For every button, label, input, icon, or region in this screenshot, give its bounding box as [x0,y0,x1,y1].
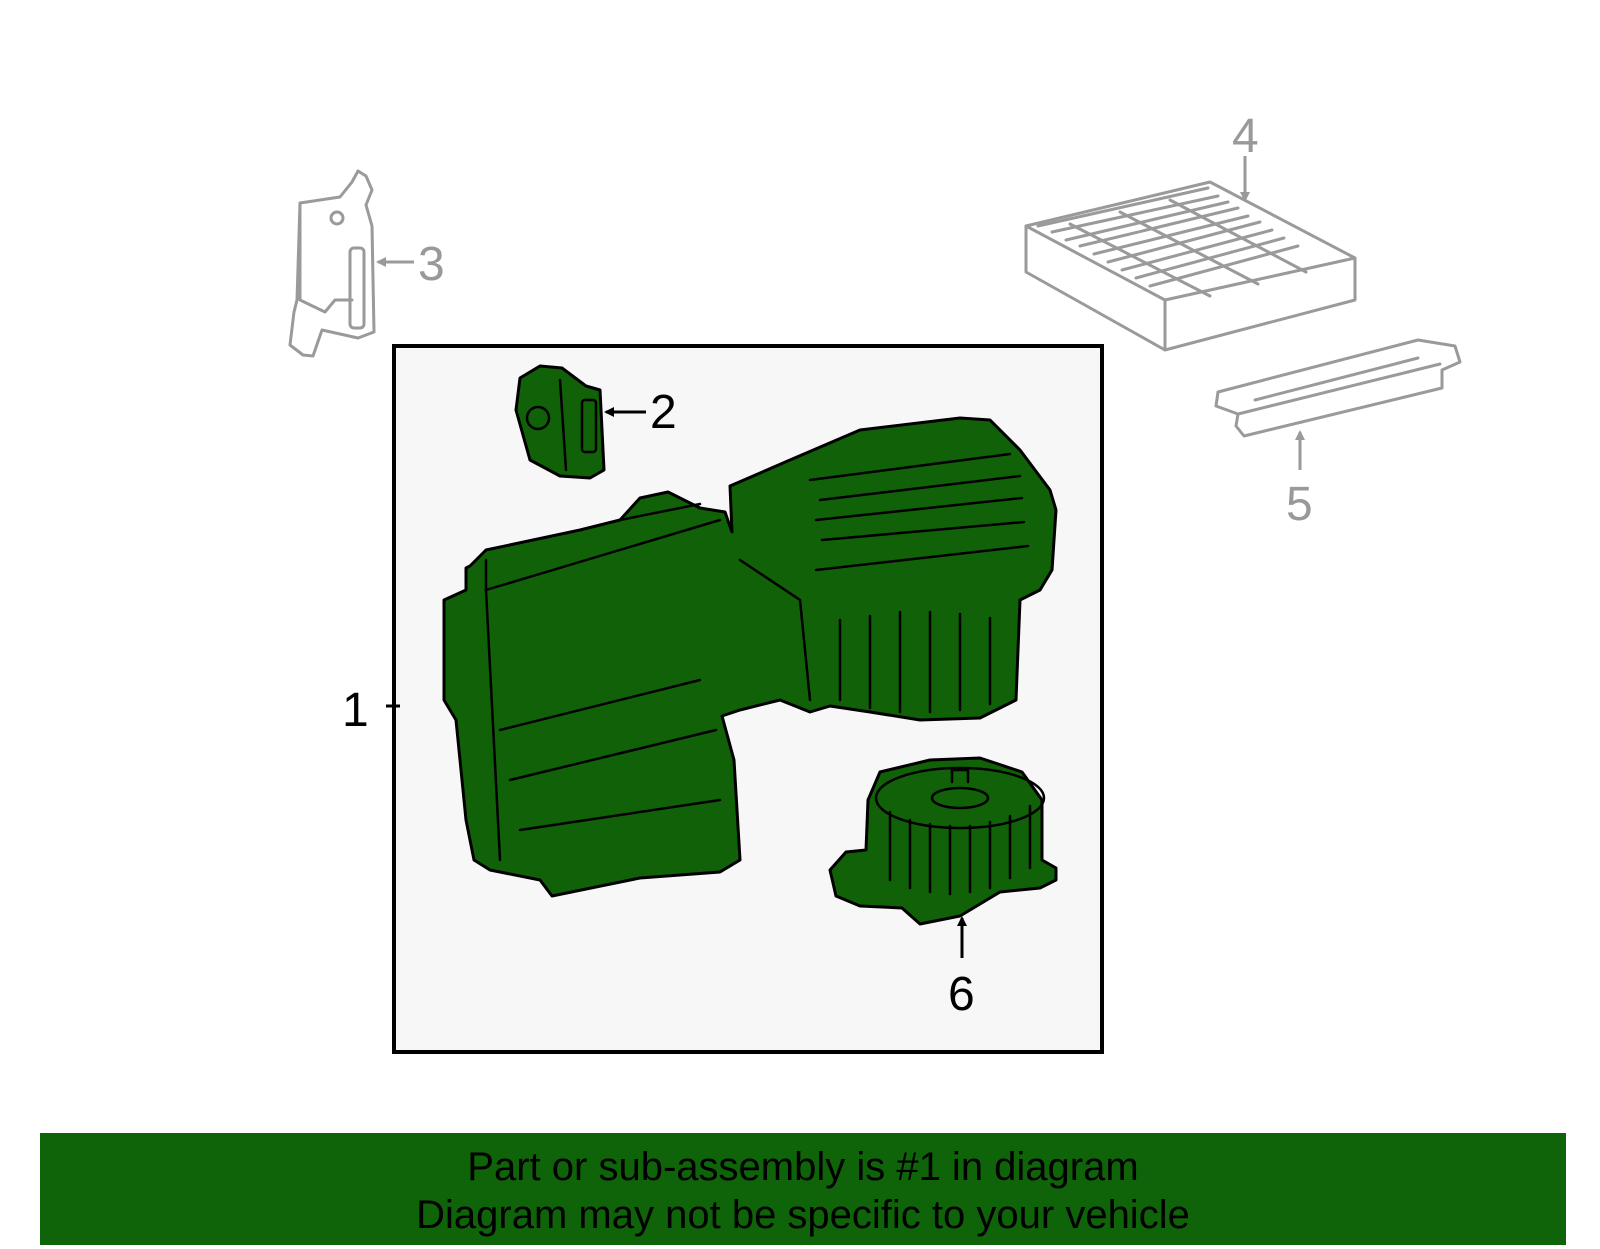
callout-6[interactable]: 6 [948,968,975,1021]
part-2-servo-actuator[interactable] [514,364,606,480]
banner-line-2: Diagram may not be specific to your vehi… [416,1193,1190,1237]
part-1-hvac-housing[interactable] [442,416,1058,898]
info-banner: Part or sub-assembly is #1 in diagram Di… [40,1133,1566,1245]
part-5-filter-cover[interactable] [1214,338,1462,438]
part-3-control-module[interactable] [288,169,376,358]
callout-4[interactable]: 4 [1232,110,1259,163]
callout-5[interactable]: 5 [1286,478,1313,531]
callout-2[interactable]: 2 [650,386,677,439]
callout-1[interactable]: 1 [342,684,369,737]
part-6-blower-motor[interactable] [828,756,1058,926]
part-4-cabin-filter[interactable] [1024,180,1357,352]
callout-3[interactable]: 3 [418,238,445,291]
banner-line-1: Part or sub-assembly is #1 in diagram [467,1145,1139,1189]
